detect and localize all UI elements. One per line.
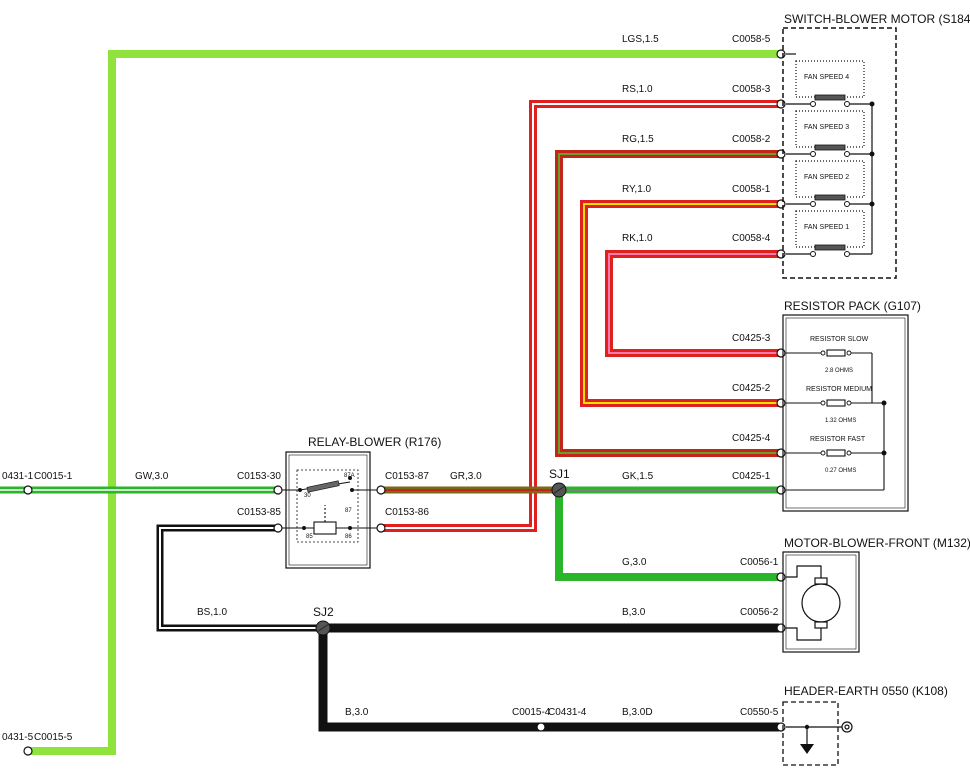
conn-c0153-85: C0153-85 [237, 507, 281, 518]
wire-g [555, 490, 779, 581]
wire-lgs [28, 50, 779, 755]
relay-title: RELAY-BLOWER (R176) [308, 435, 441, 449]
conn-c0015-5: C0015-5 [34, 732, 73, 743]
fan-speed-3-label: FAN SPEED 3 [804, 124, 849, 131]
conn-c0058-3: C0058-3 [732, 84, 771, 95]
motor-blower-front [782, 551, 860, 653]
conn-c0153-87: C0153-87 [385, 471, 429, 482]
fan-speed-2-label: FAN SPEED 2 [804, 174, 849, 181]
wire-label-gr: GR,3.0 [450, 471, 482, 482]
relay-blower [282, 451, 377, 569]
conn-c0058-2: C0058-2 [732, 134, 771, 145]
conn-c0425-1: C0425-1 [732, 471, 771, 482]
conn-c0431-4: C0431-4 [548, 707, 587, 718]
resistor-fast-label: RESISTOR FAST [810, 436, 866, 443]
switch-title: SWITCH-BLOWER MOTOR (S184) [784, 12, 970, 26]
conn-c0550-5: C0550-5 [740, 707, 779, 718]
wire-rg [555, 150, 779, 457]
conn-c0015-1: C0015-1 [34, 471, 73, 482]
wire-label-lgs: LGS,1.5 [622, 34, 659, 45]
earth-title: HEADER-EARTH 0550 (K108) [784, 684, 948, 698]
wire-b-earth [318, 628, 779, 732]
resistor-fast-value: 0.27 OHMS [825, 468, 856, 474]
conn-c0056-1: C0056-1 [740, 557, 779, 568]
wire-label-gw: GW,3.0 [135, 471, 169, 482]
resistor-medium-value: 1.32 OHMS [825, 418, 856, 424]
wire-bs [156, 524, 323, 632]
conn-0431-5: 0431-5 [2, 732, 34, 743]
conn-c0056-2: C0056-2 [740, 607, 779, 618]
relay-pin-85: 85 [306, 534, 313, 540]
motor-title: MOTOR-BLOWER-FRONT (M132) [784, 536, 970, 550]
wire-label-ry: RY,1.0 [622, 184, 652, 195]
resistor-title: RESISTOR PACK (G107) [784, 299, 921, 313]
wire-ry [580, 200, 779, 407]
wire-label-rg: RG,1.5 [622, 134, 654, 145]
conn-c0058-1: C0058-1 [732, 184, 771, 195]
conn-c0425-3: C0425-3 [732, 333, 771, 344]
wire-label-bs: BS,1.0 [197, 607, 227, 618]
conn-c0015-4: C0015-4 [512, 707, 551, 718]
resistor-slow-label: RESISTOR SLOW [810, 336, 869, 343]
conn-c0058-5: C0058-5 [732, 34, 771, 45]
resistor-slow-value: 2.8 OHMS [825, 368, 853, 374]
wire-label-g: G,3.0 [622, 557, 647, 568]
wire-label-rk: RK,1.0 [622, 233, 653, 244]
fan-speed-4-label: FAN SPEED 4 [804, 74, 849, 81]
conn-c0425-2: C0425-2 [732, 383, 771, 394]
splice-label-sj1: SJ1 [549, 467, 570, 481]
wire-label-b-earth-d: B,3.0D [622, 707, 653, 718]
wire-label-gk: GK,1.5 [622, 471, 654, 482]
fan-speed-1-label: FAN SPEED 1 [804, 224, 849, 231]
relay-pin-87: 87 [345, 508, 352, 514]
wire-label-rs: RS,1.0 [622, 84, 653, 95]
wire-label-b-earth: B,3.0 [345, 707, 369, 718]
wire-rs [379, 100, 779, 532]
relay-pin-30: 30 [304, 493, 311, 499]
resistor-pack [782, 314, 909, 512]
resistor-medium-label: RESISTOR MEDIUM [806, 386, 872, 393]
conn-c0058-4: C0058-4 [732, 233, 771, 244]
conn-c0425-4: C0425-4 [732, 433, 771, 444]
conn-c0153-30: C0153-30 [237, 471, 281, 482]
splice-label-sj2: SJ2 [313, 605, 334, 619]
wire-rk [605, 250, 779, 357]
conn-0431-1: 0431-1 [2, 471, 34, 482]
relay-pin-87a: 87A [344, 473, 355, 479]
wire-label-b-motor: B,3.0 [622, 607, 646, 618]
switch-blower-motor [782, 27, 897, 279]
conn-c0153-86: C0153-86 [385, 507, 429, 518]
header-earth [782, 701, 853, 766]
relay-pin-86: 86 [345, 534, 352, 540]
